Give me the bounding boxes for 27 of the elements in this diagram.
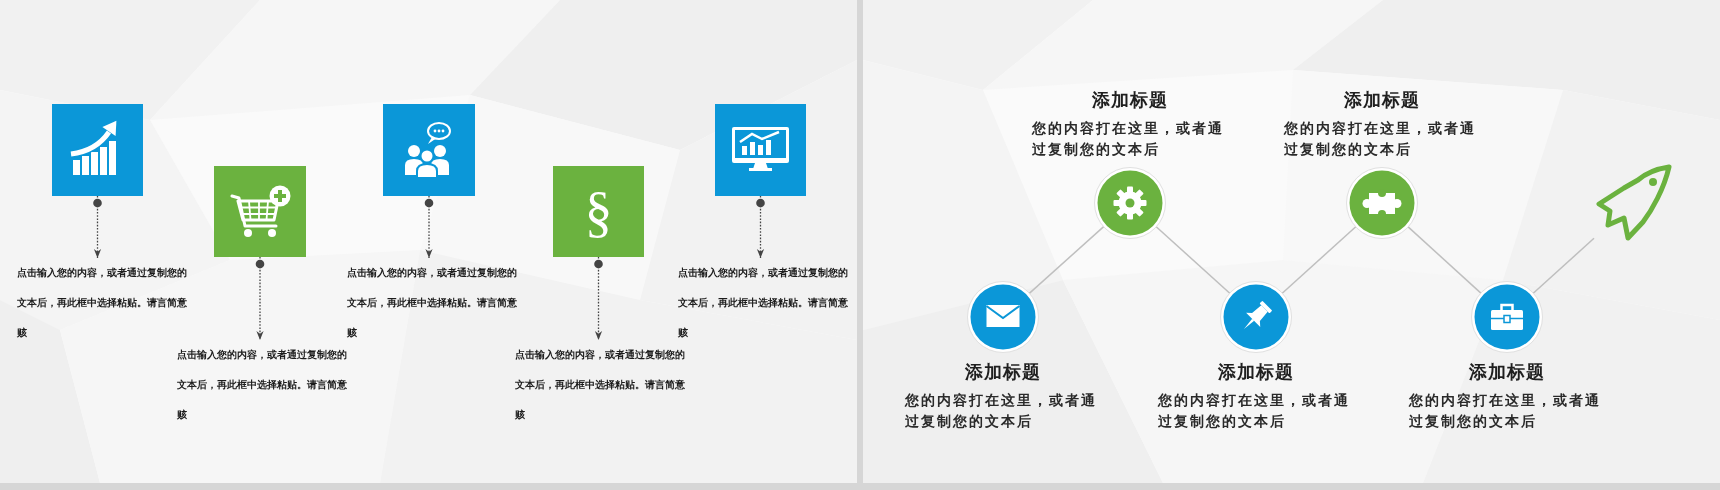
connector-line [1281,225,1357,295]
heading-text: 添加标题 [1344,88,1420,112]
section-symbol: § [584,181,613,242]
body-text: 您的内容打在这里，或者通过复制您的文本后 [1284,119,1477,159]
body-text: 您的内容打在这里，或者通过复制您的文本后 [905,391,1098,431]
heading-text: 添加标题 [1092,88,1168,112]
arrow [594,256,603,341]
connector-line [1155,225,1231,295]
connector-line [1407,225,1482,295]
body-text: 您的内容打在这里，或者通过复制您的文本后 [1032,119,1225,159]
connector-line [1532,237,1595,295]
description-text: 点击输入您的内容，或者通过复制您的文本后，再此框中选择粘贴。请言简意赅 [17,266,188,340]
connector-line [1028,225,1105,295]
arrow [93,195,102,259]
heading-text: 添加标题 [965,360,1041,384]
arrow [424,195,434,259]
heading-text: 添加标题 [1469,360,1545,384]
arrow [756,195,765,259]
section-tile [553,166,644,257]
heading-text: 添加标题 [1218,360,1294,384]
description-text: 点击输入您的内容，或者通过复制您的文本后，再此框中选择粘贴。请言简意赅 [678,266,849,340]
description-text: 点击输入您的内容，或者通过复制您的文本后，再此框中选择粘贴。请言简意赅 [515,348,686,422]
body-text: 您的内容打在这里，或者通过复制您的文本后 [1158,391,1351,431]
description-text: 点击输入您的内容，或者通过复制您的文本后，再此框中选择粘贴。请言简意赅 [177,348,348,422]
description-text: 点击输入您的内容，或者通过复制您的文本后，再此框中选择粘贴。请言简意赅 [347,266,518,340]
arrow [255,256,265,341]
body-text: 您的内容打在这里，或者通过复制您的文本后 [1409,391,1602,431]
